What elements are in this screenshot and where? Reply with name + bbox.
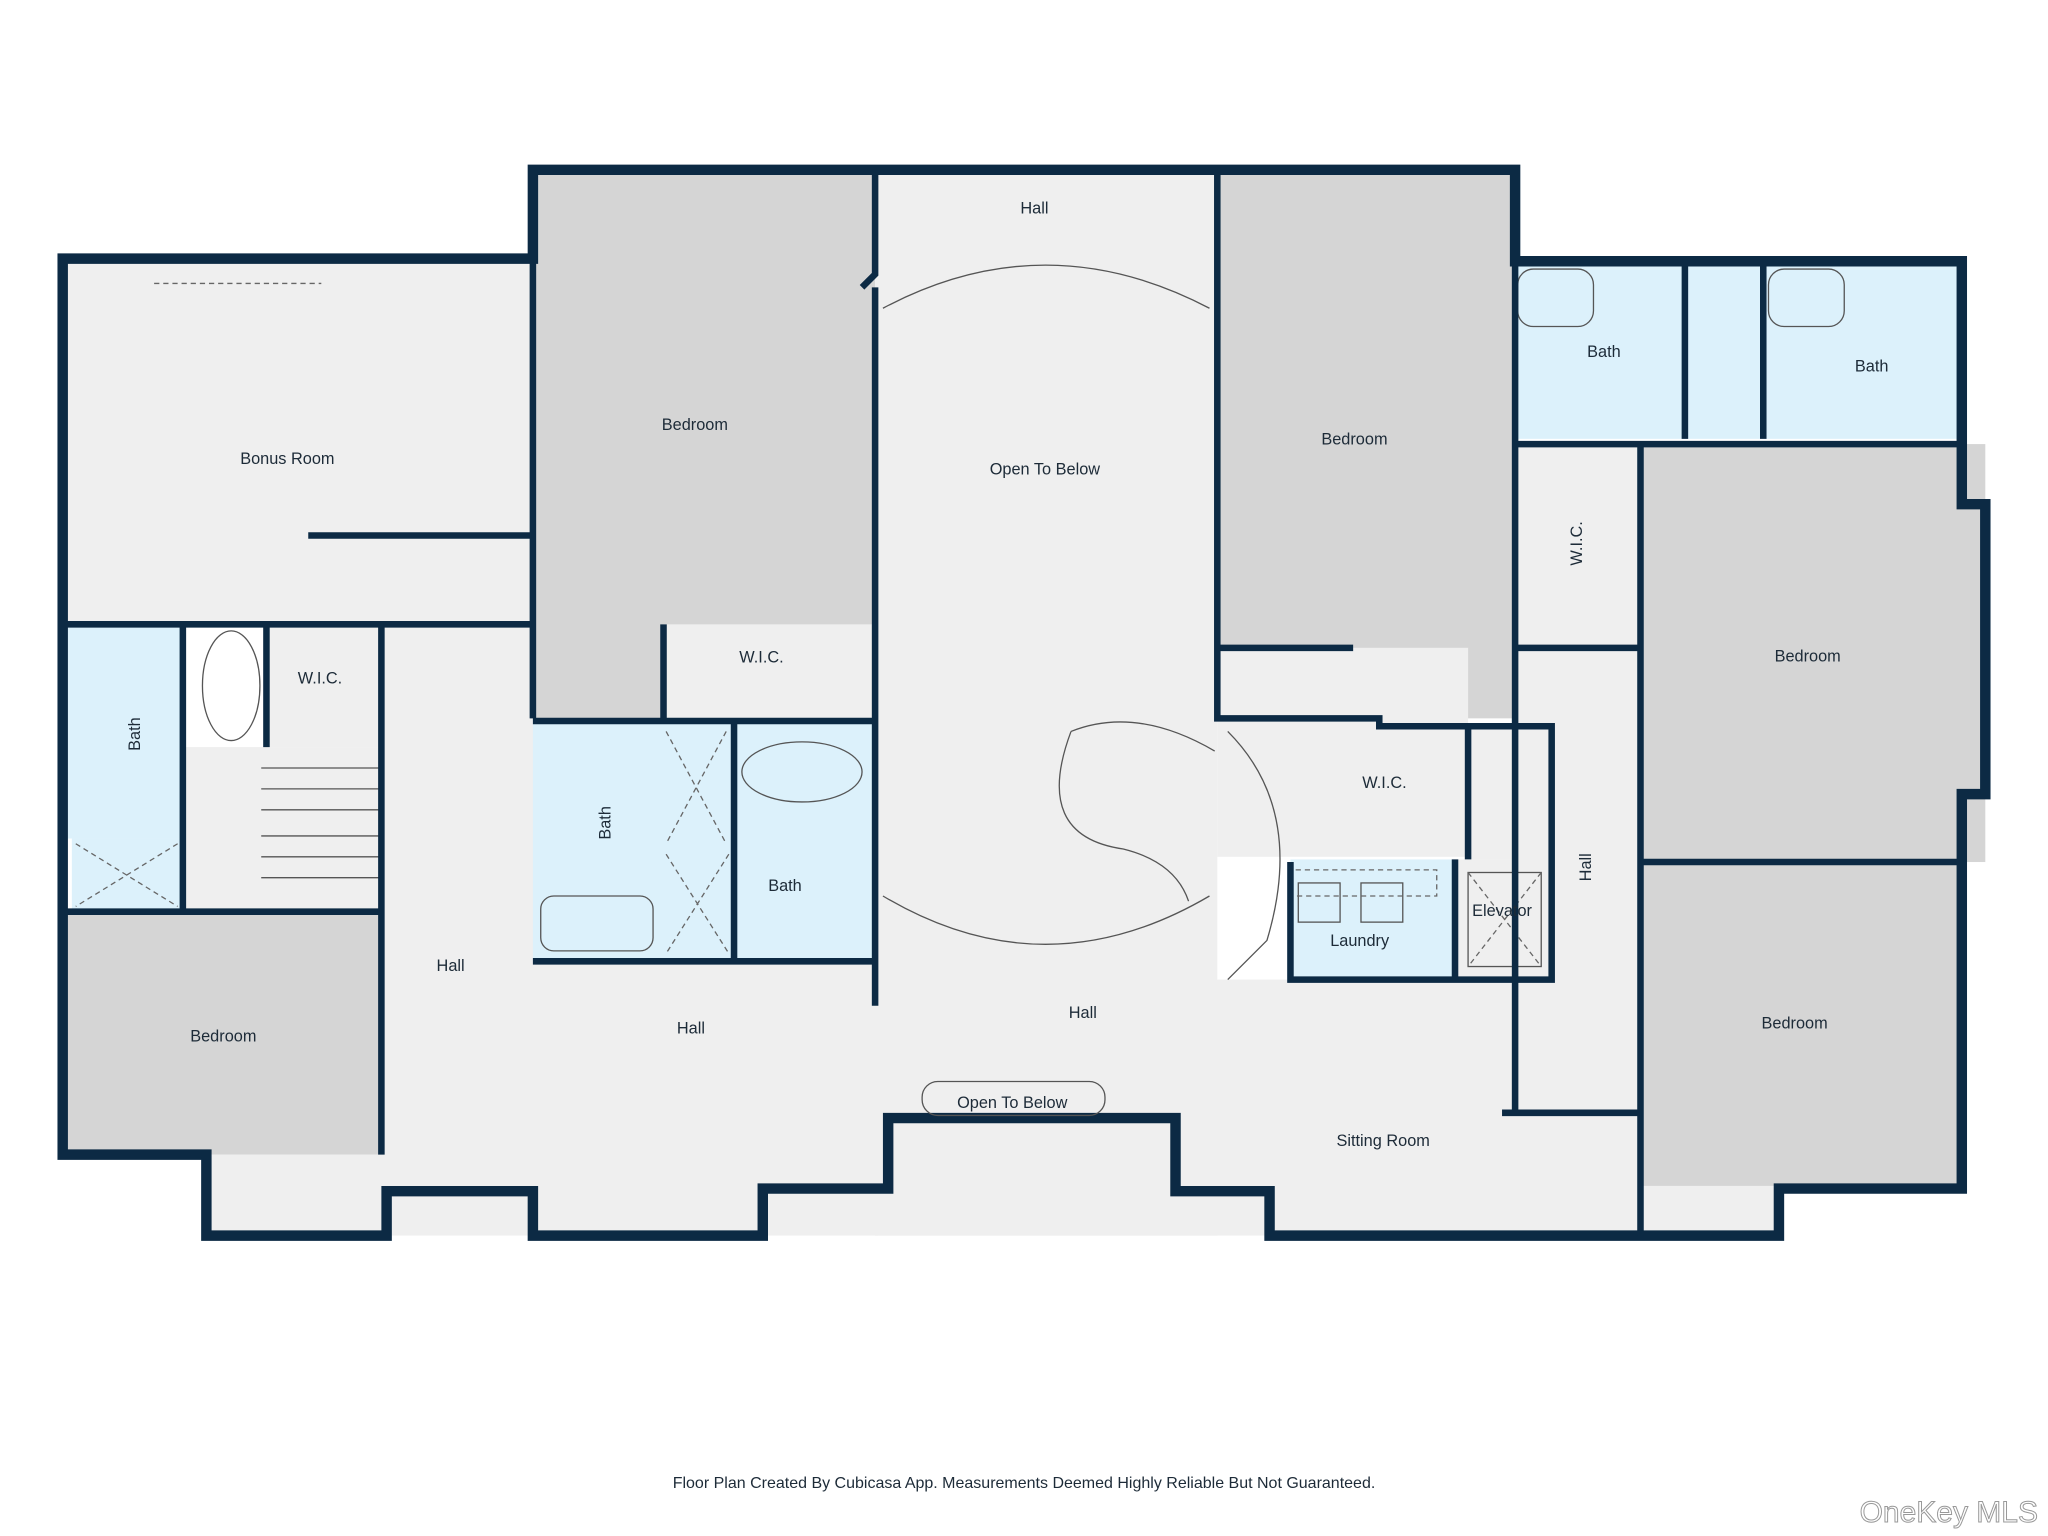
- room-label-sitting-room: Sitting Room: [1336, 1132, 1429, 1150]
- room-label-bedroom: Bedroom: [1321, 430, 1387, 448]
- room-labels: Bonus Room Bedroom Hall Open To Below Be…: [126, 199, 1888, 1150]
- room-label-bedroom: Bedroom: [1775, 647, 1841, 665]
- room-label-bedroom: Bedroom: [1762, 1014, 1828, 1032]
- room-label-bedroom: Bedroom: [190, 1027, 256, 1045]
- disclaimer-text: Floor Plan Created By Cubicasa App. Meas…: [672, 1475, 1376, 1492]
- room-label-bedroom: Bedroom: [662, 416, 728, 434]
- room-label-bath: Bath: [768, 877, 802, 895]
- room-label-wic: W.I.C.: [298, 669, 342, 687]
- room-label-hall: Hall: [1020, 199, 1048, 217]
- room-label-open-to-below: Open To Below: [957, 1094, 1068, 1112]
- room-label-open-to-below: Open To Below: [990, 461, 1101, 479]
- room-label-hall: Hall: [437, 957, 465, 975]
- room-label-wic: W.I.C.: [1568, 521, 1586, 565]
- room-label-elevator: Elevator: [1472, 902, 1532, 920]
- room-label-wic: W.I.C.: [739, 649, 783, 667]
- room-label-hall: Hall: [1069, 1004, 1097, 1022]
- room-label-hall: Hall: [1577, 853, 1595, 881]
- room-label-wic: W.I.C.: [1362, 774, 1406, 792]
- fixtures: [75, 264, 1845, 981]
- watermark: OneKey MLS: [1859, 1496, 2038, 1530]
- room-label-hall: Hall: [677, 1020, 705, 1038]
- room-label-laundry: Laundry: [1330, 932, 1390, 950]
- room-label-bonus-room: Bonus Room: [240, 450, 334, 468]
- walls: [57, 164, 1991, 1241]
- room-label-bath: Bath: [1855, 357, 1889, 375]
- room-label-bath: Bath: [1587, 343, 1621, 361]
- room-label-bath: Bath: [126, 717, 144, 751]
- room-fills: [62, 169, 1986, 1236]
- room-label-bath: Bath: [596, 806, 614, 840]
